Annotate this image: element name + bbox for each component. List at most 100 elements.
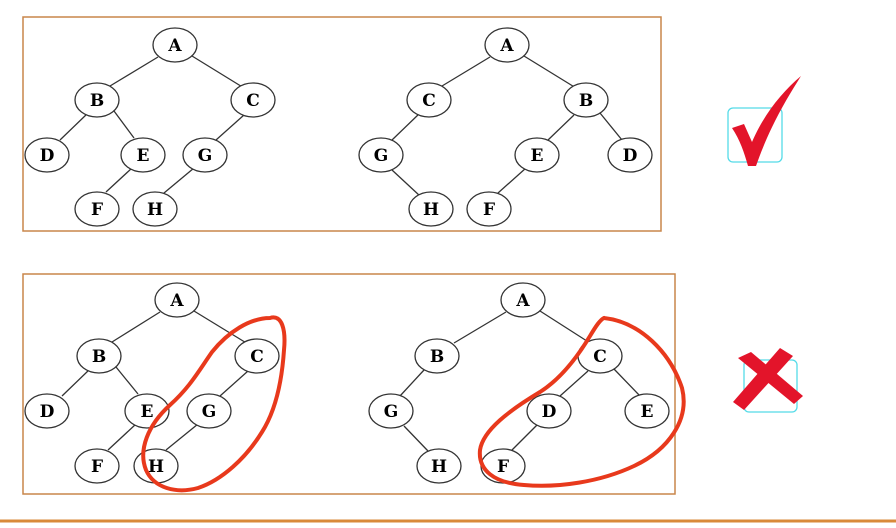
edge-c-g: [219, 370, 249, 397]
node-c: C: [234, 338, 280, 374]
node-label: A: [167, 36, 182, 56]
node-f: F: [74, 191, 120, 227]
node-label: F: [483, 200, 495, 220]
node-d: D: [24, 137, 70, 173]
node-c: C: [406, 82, 452, 118]
edge-b-g: [399, 369, 425, 397]
node-label: F: [91, 200, 103, 220]
edge-a-c: [191, 55, 245, 89]
node-b: B: [74, 82, 120, 118]
cross-mark-stroke-2: [733, 348, 793, 410]
node-label: H: [423, 200, 439, 220]
node-label: C: [593, 347, 607, 367]
node-b: B: [76, 338, 122, 374]
edge-d-f: [511, 423, 539, 451]
node-d: D: [526, 393, 572, 429]
node-f: F: [74, 448, 120, 484]
cross-mark-icon: [733, 348, 803, 413]
check-mark-icon: [727, 76, 801, 166]
node-label: D: [40, 402, 55, 422]
edge-e-f: [107, 423, 137, 451]
tree-top-right: [391, 55, 623, 197]
node-label: H: [147, 200, 163, 220]
node-label: G: [202, 402, 217, 422]
edge-g-h: [391, 169, 421, 197]
tree-bottom-left-nodes: A B C D E G F H: [24, 282, 280, 484]
edge-c-g: [391, 112, 421, 141]
edge-a-c: [539, 310, 591, 344]
node-label: C: [250, 347, 264, 367]
node-e: E: [624, 393, 670, 429]
node-g: G: [368, 393, 414, 429]
node-label: G: [198, 146, 213, 166]
node-label: A: [169, 291, 184, 311]
edge-g-h: [403, 425, 429, 452]
edge-c-g: [215, 114, 245, 141]
edge-b-e: [115, 366, 139, 395]
node-b: B: [563, 82, 609, 118]
edge-a-b: [523, 55, 577, 89]
node-e: E: [514, 137, 560, 173]
node-label: H: [148, 457, 164, 477]
tree-top-right-nodes: A C B G E D H F: [358, 27, 653, 227]
top-panel: [22, 16, 662, 232]
node-label: H: [431, 457, 447, 477]
node-label: E: [531, 146, 544, 166]
node-label: D: [542, 402, 557, 422]
edge-a-b: [111, 311, 161, 343]
node-label: E: [141, 402, 154, 422]
edge-b-d: [61, 368, 91, 397]
edge-a-c: [193, 310, 249, 345]
node-f: F: [466, 191, 512, 227]
node-label: A: [515, 291, 530, 311]
edge-g-h: [165, 423, 199, 451]
node-g: G: [186, 393, 232, 429]
tree-top-left: [59, 55, 245, 194]
node-b: B: [414, 338, 460, 374]
edge-a-c: [441, 56, 491, 87]
edge-c-e: [613, 368, 641, 397]
node-label: B: [579, 91, 593, 111]
node-a: A: [152, 27, 198, 63]
node-c: C: [577, 338, 623, 374]
edge-g-h: [163, 167, 195, 194]
node-h: H: [133, 448, 179, 484]
node-label: A: [499, 36, 514, 56]
node-label: F: [91, 457, 103, 477]
node-h: H: [416, 448, 462, 484]
tree-bottom-right-nodes: A B C G D E H F: [368, 282, 670, 484]
node-label: F: [497, 457, 509, 477]
edge-e-f: [105, 167, 133, 193]
node-label: B: [430, 347, 444, 367]
node-c: C: [230, 82, 276, 118]
node-a: A: [154, 282, 200, 318]
node-a: A: [500, 282, 546, 318]
node-a: A: [484, 27, 530, 63]
node-label: E: [641, 402, 654, 422]
tree-bottom-right: [399, 310, 641, 452]
node-label: D: [623, 146, 638, 166]
node-label: G: [374, 146, 389, 166]
check-mark-shape: [732, 76, 801, 166]
node-f: F: [480, 448, 526, 484]
node-label: C: [422, 91, 436, 111]
edge-b-d: [59, 112, 89, 141]
node-g: G: [358, 137, 404, 173]
node-label: B: [92, 347, 106, 367]
tree-bottom-left: [61, 310, 249, 451]
tree-top-left-nodes: A B C D E G F H: [24, 27, 276, 227]
bottom-panel: [22, 273, 676, 495]
node-label: D: [40, 146, 55, 166]
edge-b-d: [599, 112, 623, 141]
edge-e-f: [497, 167, 527, 194]
highlight-loop-right: [477, 316, 686, 488]
node-d: D: [607, 137, 653, 173]
node-label: E: [137, 146, 150, 166]
node-g: G: [182, 137, 228, 173]
edge-b-e: [547, 114, 575, 141]
node-label: C: [246, 91, 260, 111]
node-h: H: [132, 191, 178, 227]
node-label: G: [384, 402, 399, 422]
edge-a-b: [109, 56, 159, 87]
